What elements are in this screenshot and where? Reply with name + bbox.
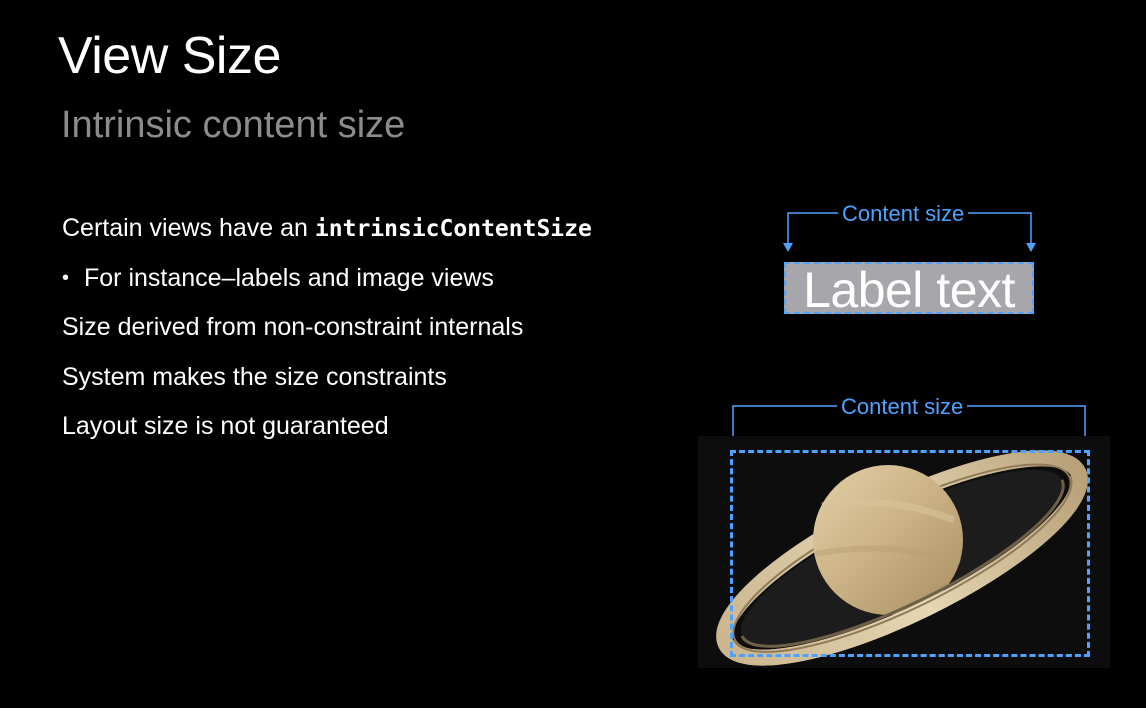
image-content-size-outline xyxy=(730,450,1090,657)
label-content-size-caption: Content size xyxy=(838,203,969,225)
bullet-list: Certain views have an intrinsicContentSi… xyxy=(62,210,592,458)
bullet-line-4: System makes the size constraints xyxy=(62,362,447,391)
label-bracket-arrow-right xyxy=(1026,243,1036,252)
bullet-line-5: Layout size is not guaranteed xyxy=(62,412,389,440)
bullet-line-2: • For instance–labels and image views xyxy=(62,260,592,310)
label-bracket-arrow-left xyxy=(783,243,793,252)
slide-title: View Size xyxy=(58,27,281,85)
slide-subtitle: Intrinsic content size xyxy=(61,104,406,146)
image-view-example xyxy=(698,436,1110,668)
image-content-size-caption: Content size xyxy=(837,396,968,418)
bullet-line-3: Size derived from non-constraint interna… xyxy=(62,313,524,341)
saturn-planet-icon xyxy=(716,450,1088,666)
intrinsic-content-size-code: intrinsicContentSize xyxy=(314,216,592,242)
bullet-dot-icon: • xyxy=(62,266,70,289)
bullet-line-1-text: Certain views have an xyxy=(62,214,315,242)
bullet-line-1: Certain views have an intrinsicContentSi… xyxy=(62,210,592,260)
bullet-line-2-text: For instance–labels and image views xyxy=(84,263,494,292)
label-view-example: Label text xyxy=(784,262,1034,314)
